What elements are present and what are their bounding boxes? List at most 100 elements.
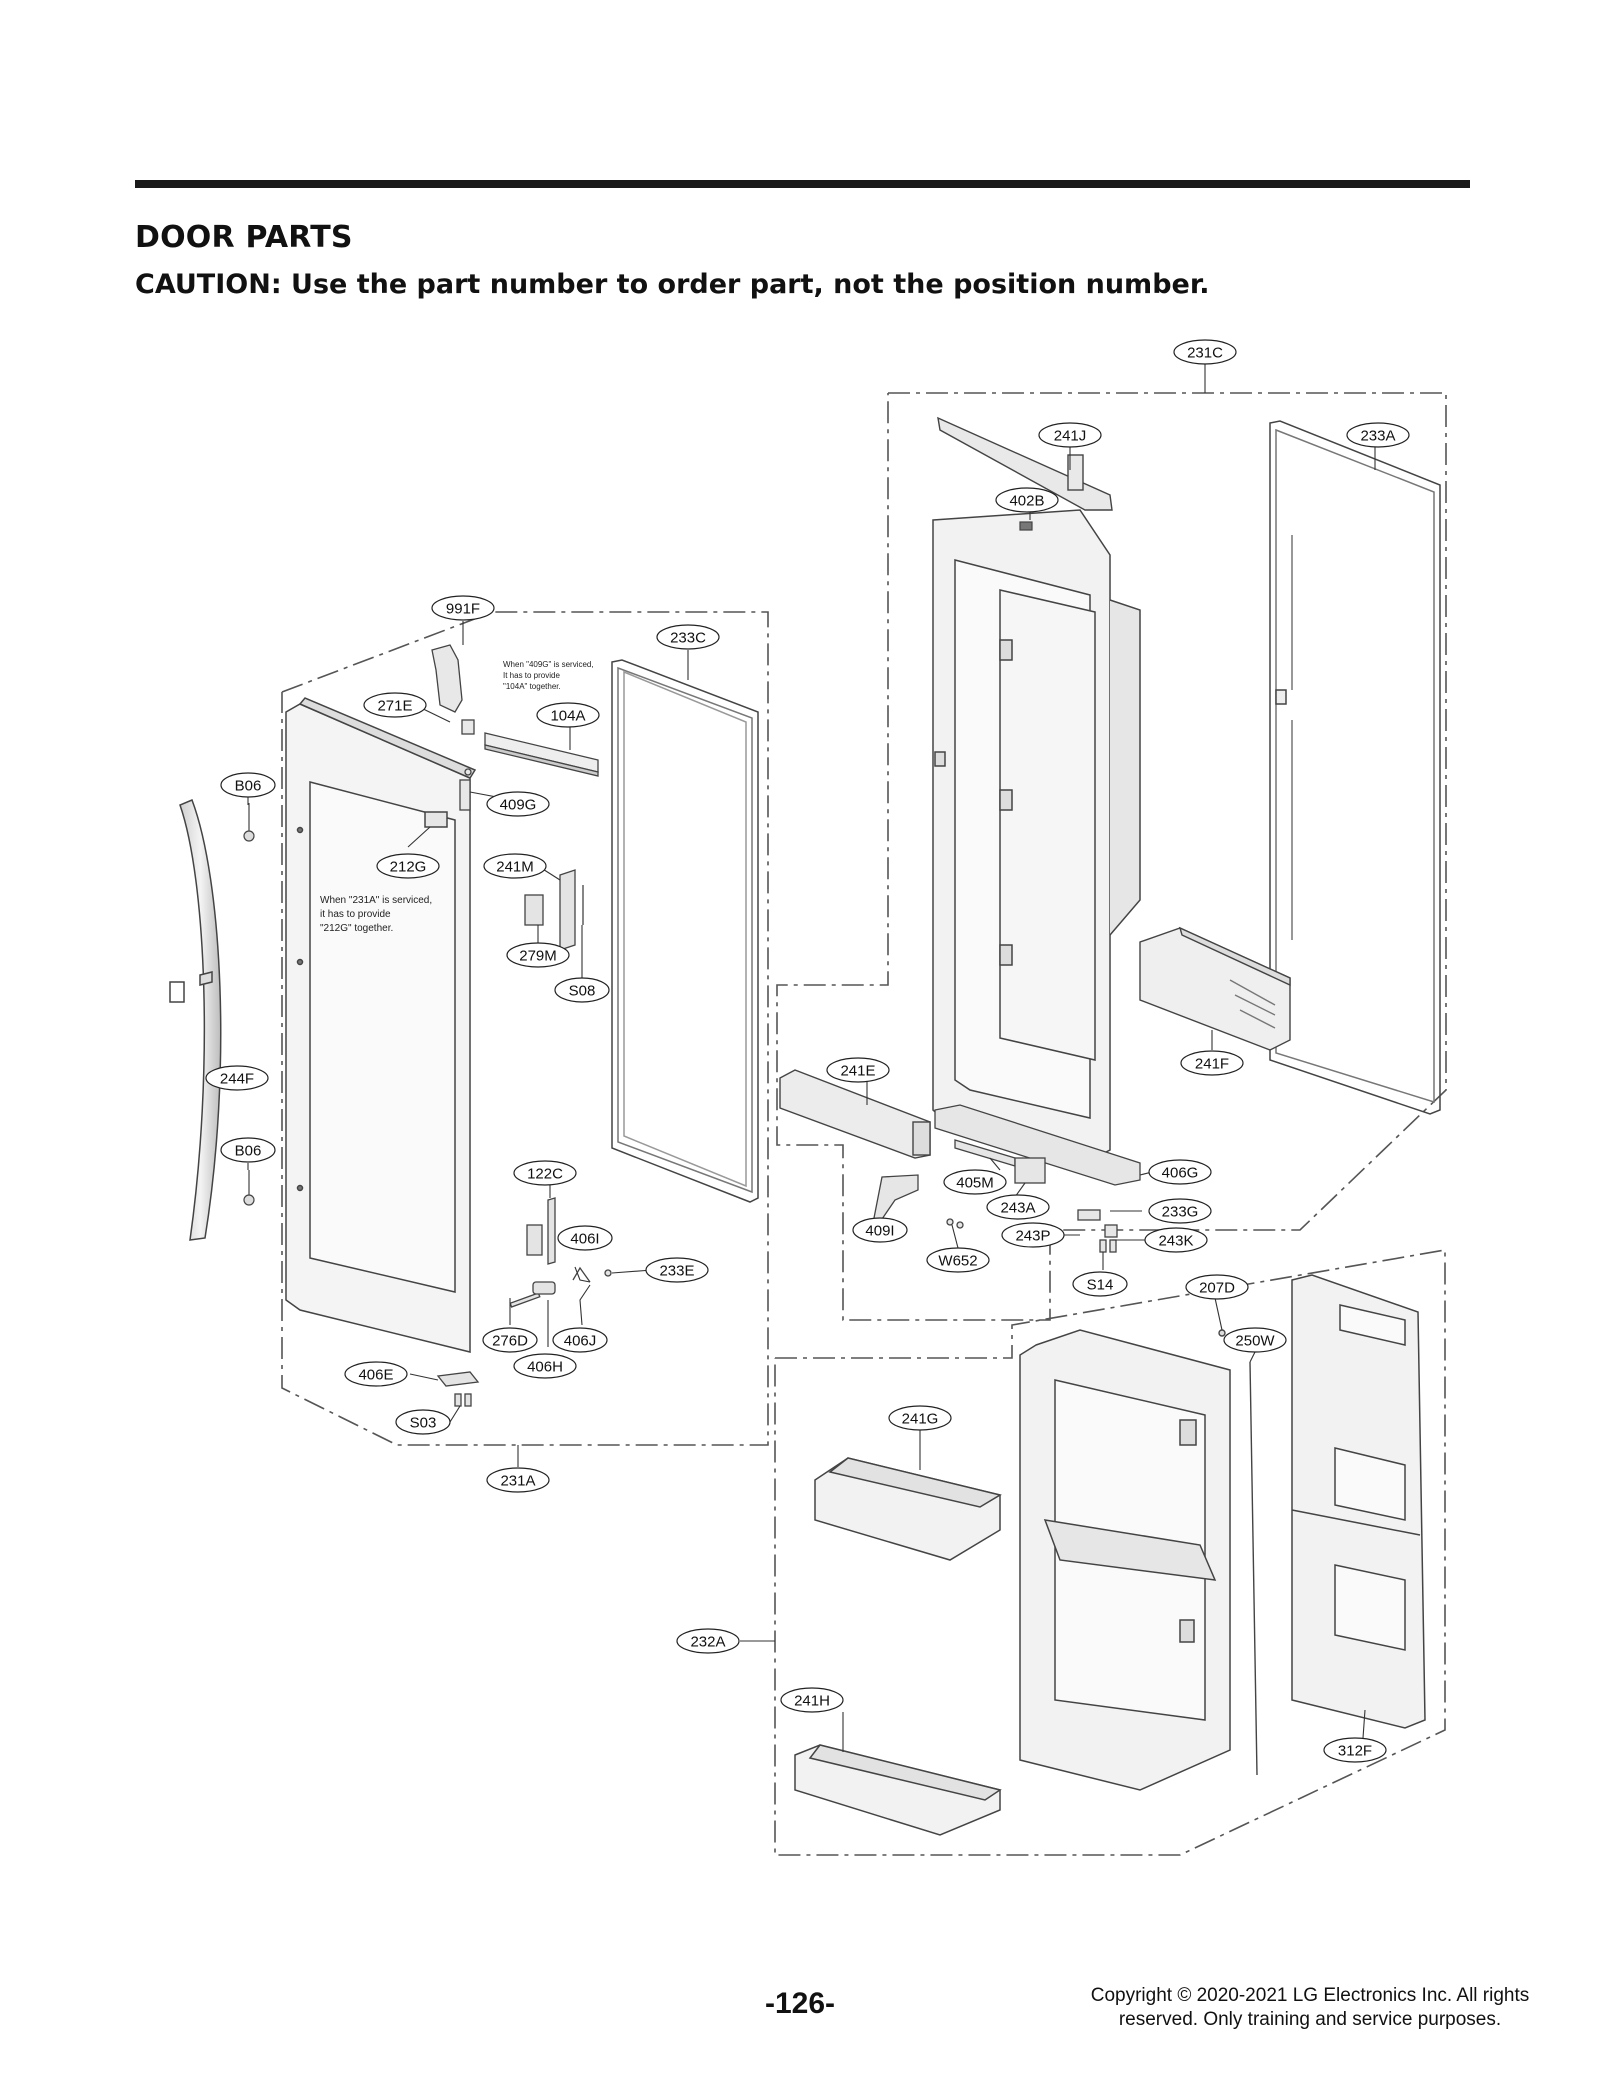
door-gasket-233c-part [611, 659, 759, 1203]
callout-271E: 271E [363, 692, 427, 718]
svg-text:233C: 233C [670, 630, 706, 647]
callout-104A: 104A [536, 702, 600, 728]
svg-text:S08: S08 [569, 983, 596, 1000]
cap-402b-part [1019, 521, 1033, 531]
callout-241G: 241G [888, 1405, 952, 1431]
callout-122C: 122C [513, 1160, 577, 1186]
callout-233C: 233C [656, 624, 720, 650]
svg-text:241F: 241F [1195, 1056, 1229, 1073]
svg-text:232A: 232A [690, 1634, 725, 1651]
svg-text:409G: 409G [500, 797, 537, 814]
hinge-cap-part [431, 644, 475, 811]
callout-231A: 231A [486, 1467, 550, 1493]
svg-text:406I: 406I [570, 1231, 599, 1248]
callout-406G: 406G [1148, 1159, 1212, 1185]
svg-text:233G: 233G [1162, 1204, 1199, 1221]
inner-door-frame-part [932, 509, 1141, 1161]
svg-text:241G: 241G [902, 1411, 939, 1428]
callout-991F: 991F [431, 595, 495, 621]
callout-S14: S14 [1072, 1271, 1128, 1297]
gasket-233a-part [1269, 420, 1441, 1115]
svg-text:it has to provide: it has to provide [320, 909, 391, 920]
callout-409G: 409G [486, 791, 550, 817]
svg-text:122C: 122C [527, 1166, 563, 1183]
note-409g: When "409G" is serviced, It has to provi… [503, 660, 594, 691]
svg-text:104A: 104A [550, 708, 585, 725]
svg-text:It has to provide: It has to provide [503, 671, 560, 680]
group-232a-boundary [774, 1249, 1446, 1856]
callout-241H: 241H [780, 1687, 844, 1713]
svg-text:231A: 231A [500, 1473, 535, 1490]
svg-text:B06: B06 [235, 778, 262, 795]
callout-250W: 250W [1223, 1327, 1287, 1353]
door-panel-part [285, 697, 477, 1353]
svg-text:406J: 406J [564, 1333, 597, 1350]
callout-406H: 406H [513, 1353, 577, 1379]
lower-hinge-122c-part [509, 1197, 612, 1308]
svg-text:243K: 243K [1158, 1233, 1193, 1250]
cover-241f-part [1139, 926, 1291, 1051]
svg-text:243P: 243P [1015, 1228, 1050, 1245]
svg-text:312F: 312F [1338, 1743, 1372, 1760]
callout-279M: 279M [506, 942, 570, 968]
callout-B06-bottom: B06 [220, 1137, 276, 1163]
svg-text:When "409G" is serviced,: When "409G" is serviced, [503, 660, 594, 669]
rod-250w-part [1218, 1329, 1258, 1776]
copyright-notice: Copyright © 2020-2021 LG Electronics Inc… [1090, 1985, 1530, 2030]
top-rule [135, 180, 1470, 188]
svg-text:S14: S14 [1087, 1277, 1114, 1294]
callout-S03: S03 [395, 1409, 451, 1435]
callout-312F: 312F [1323, 1737, 1387, 1763]
callout-233E: 233E [645, 1257, 709, 1283]
svg-text:243A: 243A [1000, 1200, 1035, 1217]
svg-text:207D: 207D [1199, 1280, 1235, 1297]
callout-232A: 232A [676, 1628, 740, 1654]
svg-text:244F: 244F [220, 1071, 254, 1088]
callout-233G: 233G [1148, 1198, 1212, 1224]
callout-243P: 243P [1001, 1222, 1065, 1248]
svg-text:S03: S03 [410, 1415, 437, 1432]
group-231a-boundary [281, 611, 769, 1446]
svg-text:991F: 991F [446, 601, 480, 618]
svg-text:276D: 276D [492, 1333, 528, 1350]
svg-text:241E: 241E [840, 1063, 875, 1080]
svg-text:212G: 212G [390, 859, 427, 876]
callout-406J: 406J [552, 1327, 608, 1353]
svg-text:When "231A" is serviced,: When "231A" is serviced, [320, 895, 432, 906]
callout-244F: 244F [205, 1065, 269, 1091]
callout-406E: 406E [344, 1361, 408, 1387]
bin-241h-part [794, 1744, 1002, 1836]
svg-text:405M: 405M [956, 1175, 994, 1192]
callout-409I: 409I [852, 1217, 908, 1243]
callout-241E: 241E [826, 1057, 890, 1083]
callout-207D: 207D [1185, 1274, 1249, 1300]
screw-b06-top [243, 803, 255, 842]
svg-text:W652: W652 [938, 1253, 977, 1270]
svg-text:241J: 241J [1054, 428, 1087, 445]
svg-text:402B: 402B [1009, 493, 1044, 510]
callout-231C: 231C [1173, 339, 1237, 365]
svg-text:406E: 406E [358, 1367, 393, 1384]
svg-text:"212G" together.: "212G" together. [320, 923, 393, 934]
screw-b06-bottom [243, 1170, 255, 1206]
callout-W652: W652 [926, 1247, 990, 1273]
callout-233A: 233A [1346, 422, 1410, 448]
callout-402B: 402B [995, 487, 1059, 513]
note-231a: When "231A" is serviced, it has to provi… [320, 895, 432, 934]
page-title: DOOR PARTS [135, 220, 353, 255]
door-handle-part [169, 799, 222, 1241]
svg-text:233A: 233A [1360, 428, 1395, 445]
callout-243K: 243K [1144, 1227, 1208, 1253]
callout-241J: 241J [1038, 422, 1102, 448]
callout-406I: 406I [557, 1225, 613, 1251]
bracket-104a-part [484, 732, 599, 777]
basket-241e-part [779, 1069, 931, 1159]
group-231c-boundary [776, 392, 1447, 1321]
hinge-241m-part [524, 869, 584, 951]
page-number: -126- [765, 1987, 836, 2020]
svg-text:406H: 406H [527, 1359, 563, 1376]
svg-text:233E: 233E [659, 1263, 694, 1280]
callout-276D: 276D [482, 1327, 538, 1353]
svg-text:279M: 279M [519, 948, 557, 965]
